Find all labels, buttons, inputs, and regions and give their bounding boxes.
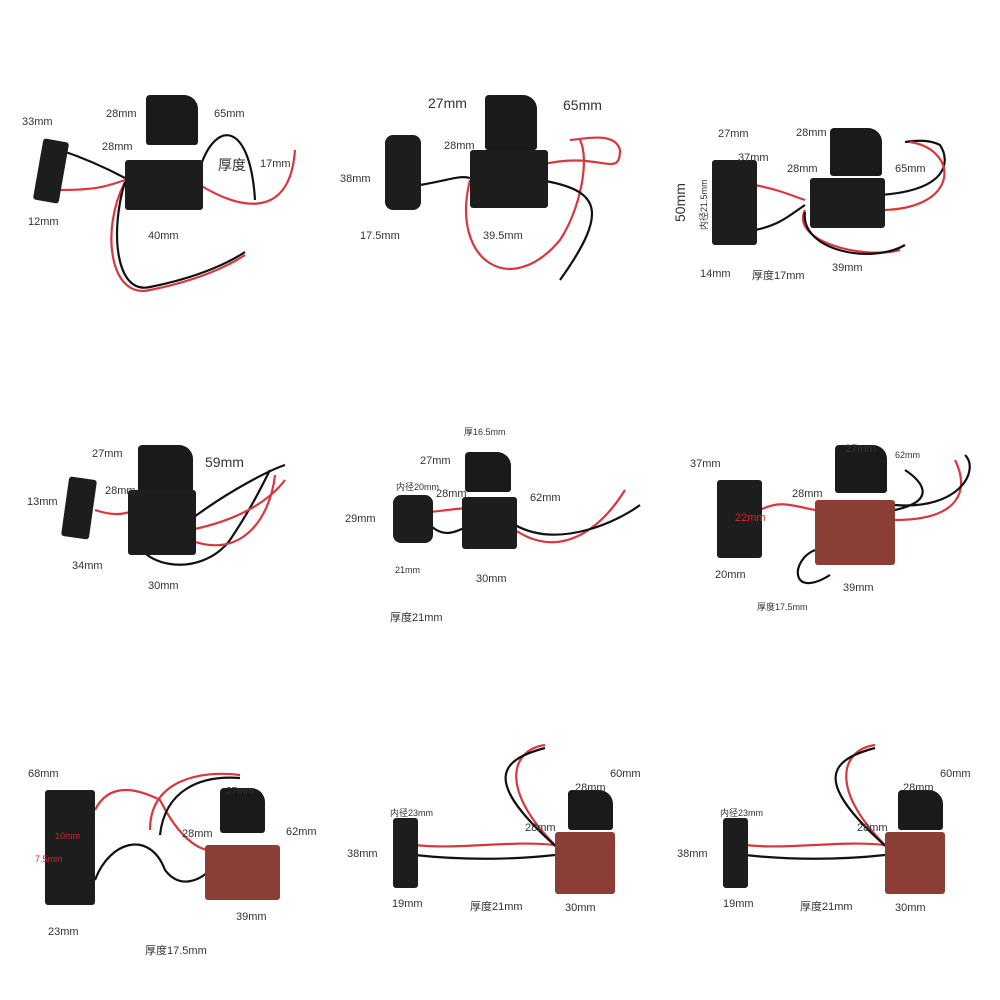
switch-body bbox=[810, 178, 885, 228]
dimension-label: 28mm bbox=[903, 782, 934, 794]
switch-body bbox=[128, 490, 196, 555]
dimension-label: 65mm bbox=[563, 97, 602, 113]
dimension-label: 39mm bbox=[236, 911, 267, 923]
dimension-label: 60mm bbox=[610, 768, 641, 780]
dimension-label: 40mm bbox=[148, 230, 179, 242]
trigger bbox=[220, 788, 265, 833]
dimension-label: 65mm bbox=[214, 108, 245, 120]
dimension-label: 27mm bbox=[428, 95, 467, 111]
dimension-label: 29mm bbox=[345, 513, 376, 525]
trigger bbox=[835, 445, 887, 493]
dimension-label: 28mm bbox=[105, 485, 136, 497]
dimension-label: 28mm bbox=[525, 822, 556, 834]
switch-body bbox=[125, 160, 203, 210]
dimension-label: 10mm bbox=[55, 831, 81, 841]
dimension-label: 27mm bbox=[92, 448, 123, 460]
dimension-label: 28mm bbox=[102, 141, 133, 153]
dimension-label: 厚度17.5mm bbox=[145, 945, 207, 957]
dimension-label: 22mm bbox=[735, 512, 766, 524]
dimension-label: 12mm bbox=[28, 216, 59, 228]
dimension-label: 59mm bbox=[205, 454, 244, 470]
dimension-label: 厚度21mm bbox=[470, 901, 523, 913]
dimension-label: 内径21.5mm bbox=[699, 179, 709, 230]
dimension-label: 50mm bbox=[672, 183, 688, 222]
dimension-label: 65mm bbox=[895, 163, 926, 175]
dimension-label: 30mm bbox=[148, 580, 179, 592]
battery-terminal bbox=[712, 160, 757, 245]
dimension-label: 37mm bbox=[738, 152, 769, 164]
dimension-label: 28mm bbox=[787, 163, 818, 175]
dimension-label: 28mm bbox=[182, 828, 213, 840]
dimension-label: 38mm bbox=[347, 848, 378, 860]
dimension-label: 17.5mm bbox=[360, 230, 400, 242]
dimension-label: 20mm bbox=[715, 569, 746, 581]
dimension-label: 28mm bbox=[575, 782, 606, 794]
switch-body bbox=[470, 150, 548, 208]
dimension-label: 19mm bbox=[723, 898, 754, 910]
dimension-label: 27mm bbox=[420, 455, 451, 467]
dimension-label: 14mm bbox=[700, 268, 731, 280]
battery-terminal bbox=[717, 480, 762, 558]
dimension-label: 30mm bbox=[565, 902, 596, 914]
dimension-label: 39.5mm bbox=[483, 230, 523, 242]
dimension-label: 30mm bbox=[895, 902, 926, 914]
dimension-label: 37mm bbox=[690, 458, 721, 470]
dimension-label: 21mm bbox=[395, 565, 421, 575]
trigger bbox=[485, 95, 537, 150]
battery-terminal bbox=[723, 818, 748, 888]
dimension-label: 13mm bbox=[27, 496, 58, 508]
dimension-label: 33mm bbox=[22, 116, 53, 128]
dimension-label: 厚度21mm bbox=[390, 612, 443, 624]
dimension-label: 28mm bbox=[436, 488, 467, 500]
dimension-label: 38mm bbox=[677, 848, 708, 860]
battery-terminal bbox=[385, 135, 421, 210]
trigger bbox=[830, 128, 882, 176]
dimension-label: 38mm bbox=[340, 173, 371, 185]
dimension-label: 厚度17.5mm bbox=[757, 602, 808, 612]
switch-body bbox=[462, 497, 517, 549]
switch-body bbox=[205, 845, 280, 900]
dimension-label: 30mm bbox=[476, 573, 507, 585]
dimension-label: 28mm bbox=[796, 127, 827, 139]
dimension-label: 内径23mm bbox=[390, 808, 434, 818]
dimension-label: 23mm bbox=[48, 926, 79, 938]
trigger bbox=[146, 95, 198, 145]
dimension-label: 39mm bbox=[843, 582, 874, 594]
dimension-label: 内径20mm bbox=[396, 482, 440, 492]
battery-terminal bbox=[45, 790, 95, 905]
dimension-label: 厚度21mm bbox=[800, 901, 853, 913]
dimension-label: 27mm bbox=[718, 128, 749, 140]
dimension-label: 62mm bbox=[895, 450, 921, 460]
dimension-label: 60mm bbox=[940, 768, 971, 780]
dimension-label: 27mm bbox=[226, 786, 254, 797]
dimension-label: 17mm bbox=[260, 158, 291, 170]
switch-body bbox=[555, 832, 615, 894]
dimension-label: 7.5mm bbox=[35, 854, 63, 864]
dimension-label: 62mm bbox=[286, 826, 317, 838]
dimension-label: 内径23mm bbox=[720, 808, 764, 818]
dimension-label: 68mm bbox=[28, 768, 59, 780]
dimension-label: 厚度 bbox=[218, 157, 246, 173]
dimension-label: 厚16.5mm bbox=[464, 427, 506, 437]
trigger bbox=[898, 790, 943, 830]
dimension-label: 62mm bbox=[530, 492, 561, 504]
dimension-label: 39mm bbox=[832, 262, 863, 274]
dimension-label: 28mm bbox=[106, 108, 137, 120]
switch-body bbox=[885, 832, 945, 894]
battery-terminal bbox=[393, 818, 418, 888]
dimension-label: 28mm bbox=[857, 822, 888, 834]
dimension-label: 28mm bbox=[444, 140, 475, 152]
battery-terminal bbox=[393, 495, 433, 543]
trigger bbox=[568, 790, 613, 830]
trigger bbox=[138, 445, 193, 497]
dimension-label: 34mm bbox=[72, 560, 103, 572]
trigger bbox=[465, 452, 511, 492]
dimension-label: 19mm bbox=[392, 898, 423, 910]
dimension-label: 厚度17mm bbox=[752, 270, 805, 282]
dimension-label: 28mm bbox=[792, 488, 823, 500]
switch-body bbox=[815, 500, 895, 565]
dimension-label: 27mm bbox=[845, 443, 876, 455]
